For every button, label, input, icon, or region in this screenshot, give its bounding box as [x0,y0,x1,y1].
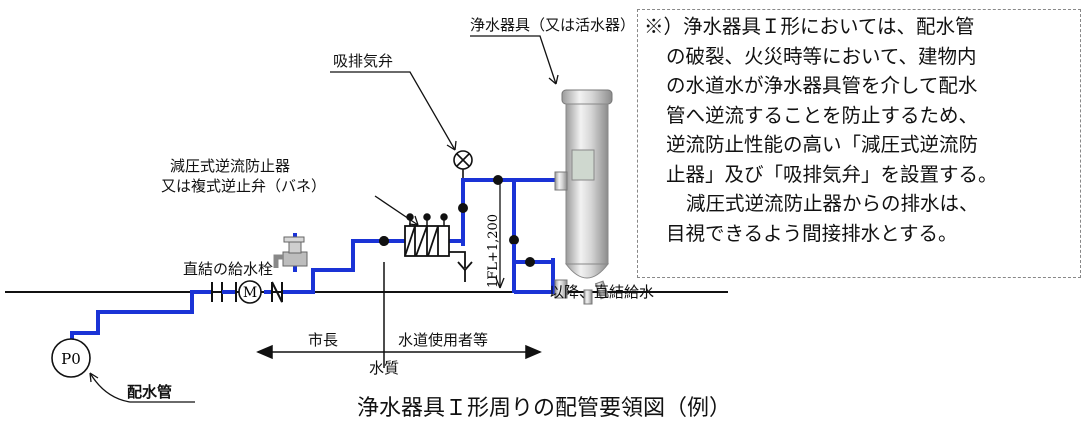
responsibility-divider [256,262,542,368]
purifier-leader [470,35,559,85]
pump-label: P0 [61,350,81,368]
junction-dot [493,175,503,185]
note-line: の破裂、火災時等において、建物内 [666,44,977,68]
pipe-final [514,266,542,293]
figure-caption: 浄水器具Ｉ形周りの配管要領図（例） [356,396,731,421]
drain-symbol [449,251,473,282]
purifier-label: 浄水器具（又は活水器） [470,16,635,34]
junction-dot [379,236,389,246]
junction-dot [509,235,519,245]
main-pipe-leader [89,372,195,403]
air-valve-symbol [453,150,473,187]
main-pipe-label: 配水管 [127,383,172,401]
height-label: 1FL+1,200 [486,214,501,288]
backflow-preventer-symbol [404,225,450,257]
note-line: ※）浄水器具Ｉ形においては、配水管 [644,15,975,38]
note-line: 逆流防止性能の高い「減圧式逆流防 [666,133,979,156]
note-line: 目視できるよう間接排水とする。 [666,221,958,245]
rpz-label-line2: 又は複式逆止弁（バネ） [161,177,326,195]
pump-symbol: P0 [51,338,91,378]
note-line: 管へ逆流することを防止するため、 [666,103,979,127]
junction-dot [525,257,535,267]
note-line: の水道水が浄水器具管を介して配水 [666,74,978,97]
pipe-network [70,178,557,342]
junction-dots [379,175,535,267]
pipe-after-meter [281,239,462,294]
note-line: 減圧式逆流防止器からの排水は、 [686,192,979,215]
meter-symbol: M [238,280,262,304]
backflow-leader [374,195,419,226]
rpz-label-line1: 減圧式逆流防止器 [170,157,290,175]
hydrant-label: 直結の給水栓 [183,260,273,278]
junction-dot [458,203,468,213]
air-valve-label: 吸排気弁 [333,52,393,70]
note-box: ※）浄水器具Ｉ形においては、配水管 の破裂、火災時等において、建物内 の水道水が… [637,9,1081,278]
pipe-supply-main [70,290,212,342]
faucet-icon [273,236,308,268]
quality-label: 水質 [369,359,399,377]
city-label: 市長 [308,331,338,349]
height-dimension [495,184,505,289]
user-label: 水道使用者等 [398,331,488,349]
note-line: 止器」及び「吸排気弁」を設置する。 [666,162,998,186]
pipe-bypass [512,178,555,294]
meter-assembly [211,281,283,303]
meter-label: M [243,285,257,301]
after-label: 以降、直結給水 [549,283,654,301]
purifier-icon [554,89,613,305]
air-valve-leader [330,71,457,151]
